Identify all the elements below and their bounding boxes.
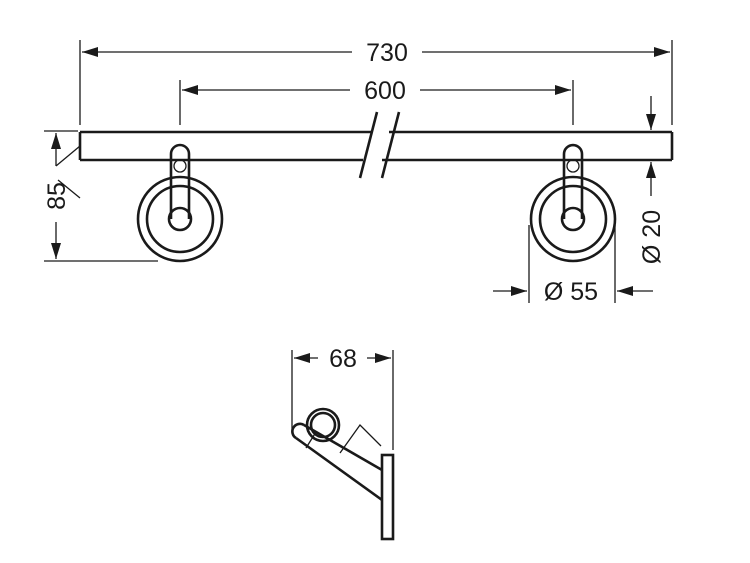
dimension-overall-length: 730 [79,39,673,125]
mount-spacing-label: 600 [364,77,406,105]
left-wall-mount [136,143,224,263]
side-arm [291,422,383,502]
towel-bar [78,111,674,179]
side-wall-plate [380,453,395,541]
depth-label: 68 [329,345,357,373]
right-wall-mount [529,143,617,263]
side-view: 68 [291,345,395,541]
height-label: 85 [43,182,71,210]
dimension-depth: 68 [291,345,394,454]
dimension-mount-spacing: 600 [179,77,574,125]
overall-length-label: 730 [366,39,408,67]
dimension-flange-diameter: Ø 55 [493,225,653,306]
front-view: 730 600 85 Ø 20 [43,39,674,306]
side-bar-section [305,407,341,443]
dimension-height: 85 [43,130,158,262]
dimension-bar-diameter: Ø 20 [633,96,668,264]
flange-diameter-label: Ø 55 [544,278,598,306]
bar-diameter-label: Ø 20 [638,210,666,264]
